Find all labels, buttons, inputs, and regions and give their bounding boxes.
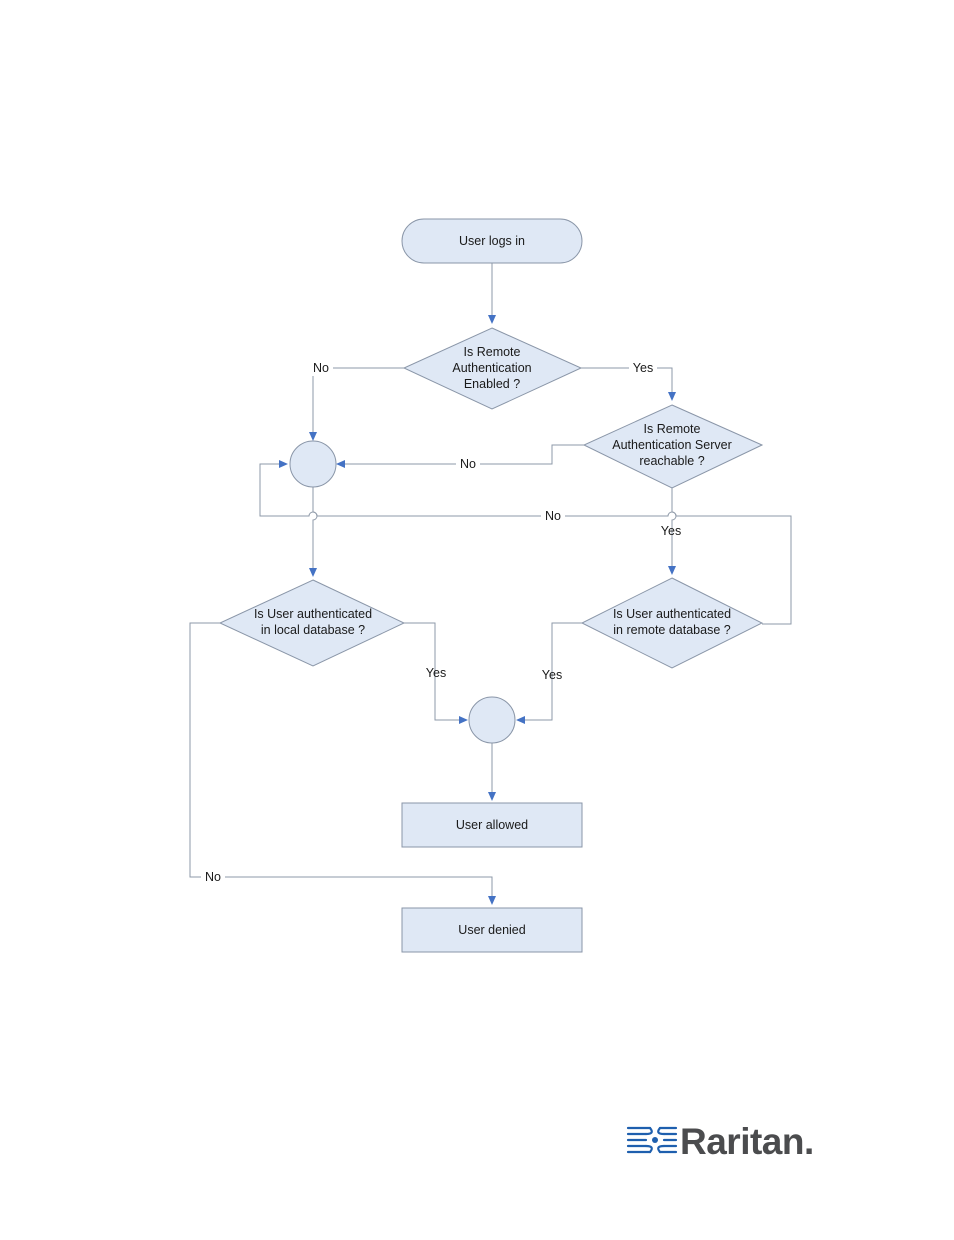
start-label: User logs in	[459, 234, 525, 248]
remote-auth-line-2: in remote database ?	[613, 623, 730, 637]
edge-remote-enabled-no	[313, 368, 404, 440]
merge-connector-2	[469, 697, 515, 743]
edge-label-remote-auth-no: No	[545, 509, 561, 523]
remote-auth-line-1: Is User authenticated	[613, 607, 731, 621]
edge-label-local-auth-yes: Yes	[426, 666, 446, 680]
edge-remote-enabled-yes	[581, 368, 672, 400]
edge-label-enabled-no: No	[313, 361, 329, 375]
raritan-logo-icon	[628, 1128, 676, 1152]
merge-connector-1	[290, 441, 336, 487]
local-auth-line-2: in local database ?	[261, 623, 365, 637]
local-auth-line-1: Is User authenticated	[254, 607, 372, 621]
edge-local-auth-no	[190, 623, 492, 904]
nodes	[220, 219, 762, 952]
edge-label-reachable-yes: Yes	[661, 524, 681, 538]
edge-label-remote-auth-yes: Yes	[542, 668, 562, 682]
edge-label-reachable-no: No	[460, 457, 476, 471]
server-reachable-line-2: Authentication Server	[612, 438, 732, 452]
server-reachable-line-3: reachable ?	[639, 454, 704, 468]
remote-enabled-line-1: Is Remote	[464, 345, 521, 359]
edge-merge-to-local-auth	[313, 487, 317, 576]
edge-label-local-auth-no: No	[205, 870, 221, 884]
raritan-logo: Raritan.	[628, 1121, 814, 1162]
remote-enabled-line-3: Enabled ?	[464, 377, 520, 391]
remote-enabled-line-2: Authentication	[452, 361, 531, 375]
denied-label: User denied	[458, 923, 525, 937]
server-reachable-line-1: Is Remote	[644, 422, 701, 436]
edge-label-enabled-yes: Yes	[633, 361, 653, 375]
raritan-logo-wordmark: Raritan.	[680, 1121, 814, 1162]
allowed-label: User allowed	[456, 818, 528, 832]
